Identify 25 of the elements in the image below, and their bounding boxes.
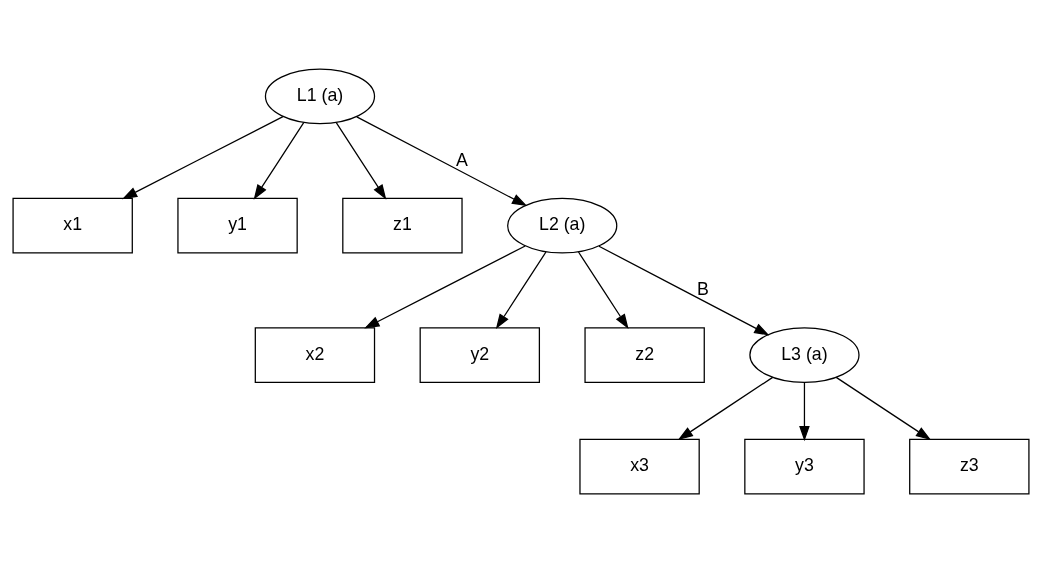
arrow (495, 250, 547, 329)
arrow (598, 245, 770, 335)
arrow (122, 115, 284, 199)
node-box: z3 (909, 438, 1030, 495)
node-box: x1 (12, 197, 133, 254)
arrow (799, 381, 810, 441)
arrow (356, 115, 528, 206)
node-box: x3 (579, 438, 700, 495)
arrow (335, 121, 387, 200)
node-box: z1 (342, 197, 463, 254)
node-ellipse: L2 (a) (507, 197, 618, 254)
arrow (364, 244, 526, 328)
node-ellipse: L1 (a) (264, 67, 376, 124)
node-ellipse: L3 (a) (749, 326, 860, 383)
node-box: y2 (419, 326, 541, 383)
arrow (253, 121, 305, 200)
node-box: y1 (177, 197, 298, 254)
arrow (677, 376, 774, 440)
node-box: y3 (744, 438, 865, 495)
node-box: z2 (584, 326, 705, 383)
edge-label: A (456, 149, 468, 170)
arrow (577, 250, 629, 329)
arrow (835, 376, 932, 440)
node-box: x2 (254, 326, 376, 383)
edge-label: B (697, 278, 709, 299)
